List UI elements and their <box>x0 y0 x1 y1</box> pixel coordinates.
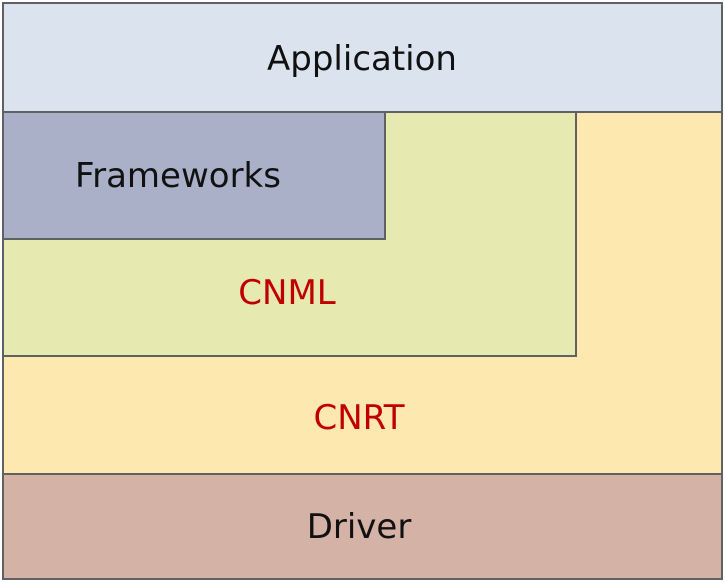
frameworks-label: Frameworks <box>75 156 281 196</box>
cnrt-label: CNRT <box>313 398 405 438</box>
driver-label: Driver <box>306 507 412 547</box>
application-label: Application <box>267 39 457 79</box>
frameworks-layer <box>2 111 386 240</box>
application-layer <box>2 2 723 113</box>
cnml-label: CNML <box>238 273 336 313</box>
driver-layer <box>2 473 723 580</box>
